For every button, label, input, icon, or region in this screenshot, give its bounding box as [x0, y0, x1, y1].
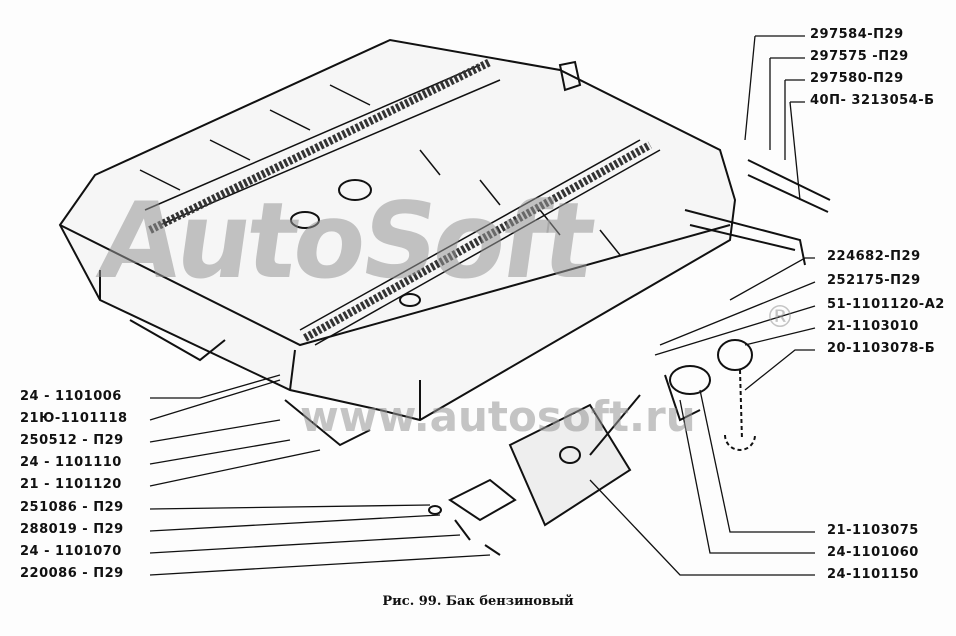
part-label: 21Ю-1101118: [20, 411, 128, 426]
part-label: 24 - 1101110: [20, 455, 122, 470]
part-label: 288019 - П29: [20, 522, 124, 537]
registered-mark: ®: [765, 300, 795, 335]
part-label: 252175-П29: [827, 273, 921, 288]
part-label: 20-1103078-Б: [827, 341, 936, 356]
part-label: 220086 - П29: [20, 566, 124, 581]
part-label: 250512 - П29: [20, 433, 124, 448]
watermark-url: www.autosoft.ru: [300, 392, 696, 441]
part-label: 21-1103075: [827, 523, 919, 538]
part-label: 297575 -П29: [810, 49, 909, 64]
part-label: 40П- 3213054-Б: [810, 93, 935, 108]
part-label: 24-1101060: [827, 545, 919, 560]
part-label: 24 - 1101006: [20, 389, 122, 404]
watermark-logo: AutoSoft: [91, 180, 599, 302]
part-label: 24 - 1101070: [20, 544, 122, 559]
part-label: 297584-П29: [810, 27, 904, 42]
part-label: 251086 - П29: [20, 500, 124, 515]
part-label: 224682-П29: [827, 249, 921, 264]
part-label: 21 - 1101120: [20, 477, 122, 492]
part-label: 24-1101150: [827, 567, 919, 582]
tank-body: [58, 38, 737, 422]
part-label: 21-1103010: [827, 319, 919, 334]
part-label: 51-1101120-А2: [827, 297, 945, 312]
figure-caption: Рис. 99. Бак бензиновый: [382, 594, 574, 609]
part-label: 297580-П29: [810, 71, 904, 86]
